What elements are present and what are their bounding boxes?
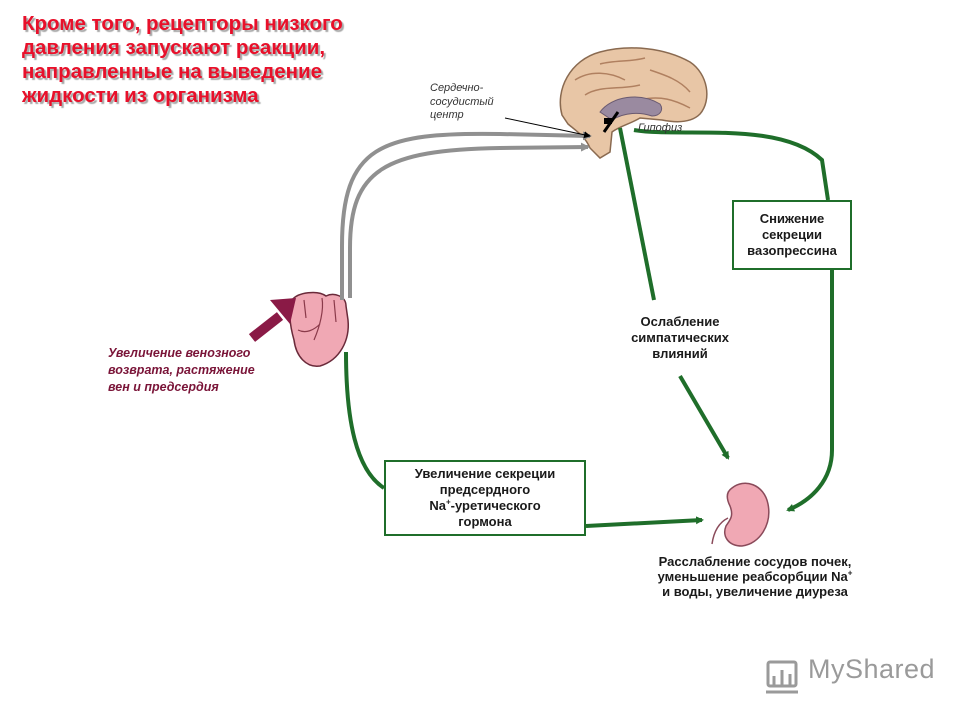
venous-input-arrowhead xyxy=(270,298,296,324)
heart-icon xyxy=(289,291,349,367)
brain-icon xyxy=(559,47,708,159)
anp-box: Увеличение секреции предсердного Na+-уре… xyxy=(384,460,586,536)
green-arrow-vasopressin-to-kidney xyxy=(786,270,834,512)
green-path-heart-to-anp xyxy=(344,351,386,490)
grey-arrow-outer xyxy=(340,131,592,300)
venous-input-arrow xyxy=(248,312,284,342)
sympathetic-label: Ослабление симпатических влияний xyxy=(631,314,729,361)
cardio-center-label: Сердечно- сосудистый центр xyxy=(430,82,494,121)
cardio-center-pointer xyxy=(504,117,591,139)
kidney-effect-label: Расслабление сосудов почек, уменьшение р… xyxy=(657,554,853,599)
watermark-text: MyShared xyxy=(808,654,936,684)
green-arrow-sympathetic-to-kidney xyxy=(678,374,730,460)
green-path-to-vasopressin xyxy=(633,128,830,201)
slide-title: Кроме того, рецепторы низкого давления з… xyxy=(22,12,343,107)
green-path-to-sympathetic xyxy=(618,127,656,301)
venous-return-label: Увеличение венозного возврата, растяжени… xyxy=(108,346,255,394)
grey-arrow-inner xyxy=(348,142,590,298)
projector-icon xyxy=(766,660,798,694)
pituitary-label: Гипофиз xyxy=(638,122,683,134)
green-arrow-anp-to-kidney xyxy=(585,516,704,528)
kidney-icon xyxy=(711,482,770,547)
vasopressin-box: Снижение секреции вазопрессина xyxy=(732,200,852,270)
